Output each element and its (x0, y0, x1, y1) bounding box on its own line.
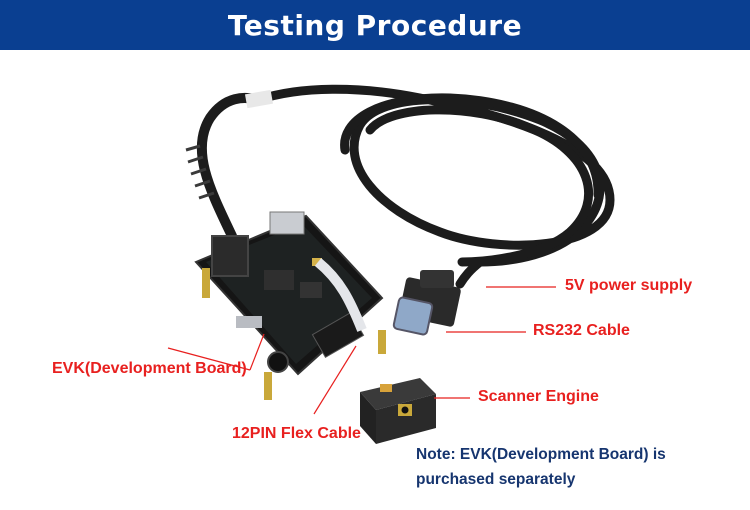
evk-board (194, 211, 386, 400)
flex-cable-label: 12PIN Flex Cable (232, 425, 361, 442)
note-line-1: Note: EVK(Development Board) is (416, 446, 666, 463)
strain-relief (185, 144, 215, 200)
purchase-note: Note: EVK(Development Board) is purchase… (416, 442, 666, 492)
board-cable (196, 93, 263, 241)
evk-label: EVK(Development Board) (52, 360, 247, 377)
development-kit-photo (167, 84, 615, 444)
note-line-2: purchased separately (416, 471, 576, 488)
db9-connector (392, 270, 461, 336)
scanner-engine-label: Scanner Engine (478, 388, 599, 405)
leader-lines (167, 286, 556, 415)
coiled-cable (253, 84, 615, 267)
page-title: Testing Procedure (227, 8, 523, 42)
rs232-cable-end (455, 257, 485, 289)
scanner-engine-module (360, 378, 436, 444)
header-banner: Testing Procedure (0, 0, 750, 50)
flex-cable (314, 258, 367, 332)
power-supply-label: 5V power supply (565, 277, 693, 294)
cable-marker (244, 89, 274, 109)
rs232-cable-label: RS232 Cable (533, 322, 630, 339)
